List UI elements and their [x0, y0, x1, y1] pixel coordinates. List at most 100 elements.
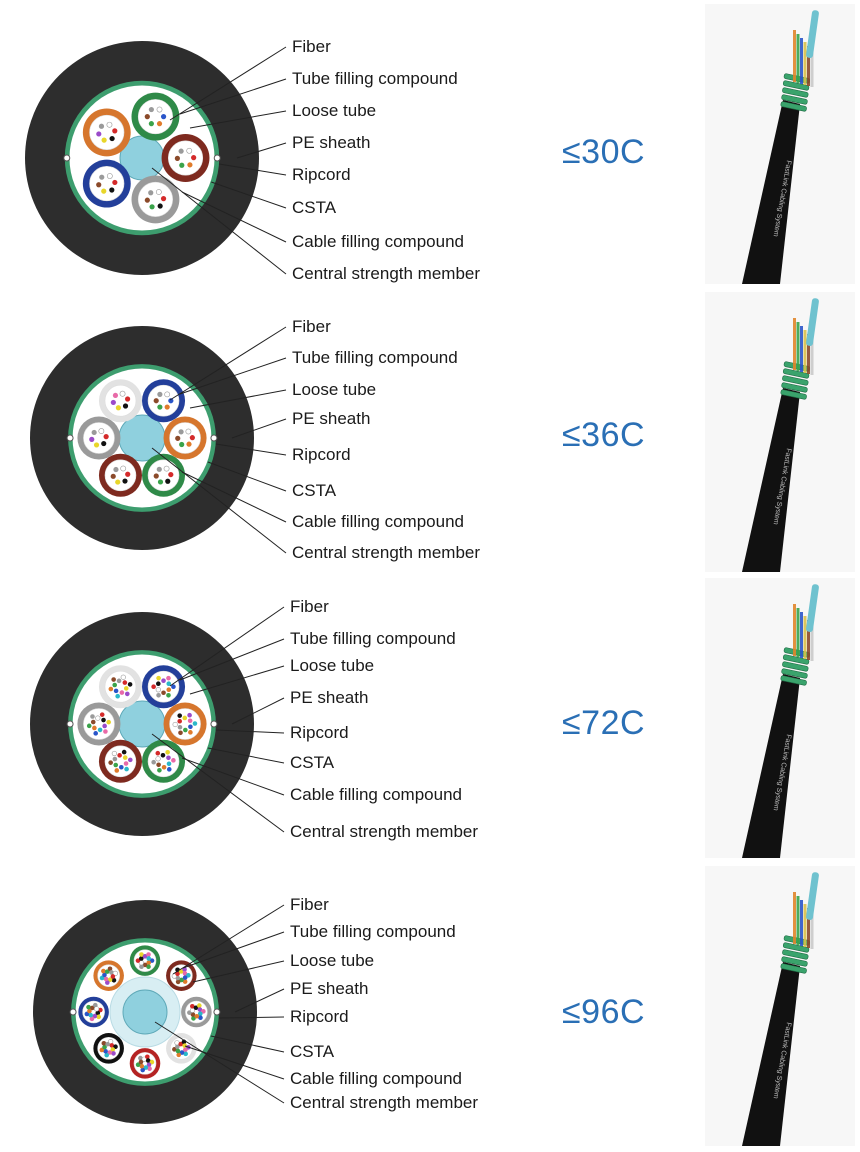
leader-line — [169, 606, 285, 687]
fiber-dot — [185, 428, 192, 435]
cable-illustration: FastLink Cabling System — [705, 292, 855, 572]
fiber-dot — [124, 691, 130, 697]
component-label: Cable filling compound — [292, 512, 464, 531]
cable-illustration: FastLink Cabling System — [705, 578, 855, 858]
fiber-dot — [146, 964, 151, 970]
fiber-dot — [182, 979, 188, 984]
fiber-dot — [191, 1016, 196, 1021]
fiber-dot — [112, 392, 119, 399]
fiber-dot — [121, 749, 127, 755]
fiber-dot — [93, 1006, 100, 1012]
component-label: Cable filling compound — [292, 232, 464, 251]
ripcord-mark — [66, 720, 74, 728]
fiber-dot — [157, 479, 164, 485]
loose-tube — [161, 134, 210, 182]
fiber-dot — [143, 1065, 149, 1070]
fiber-dot — [110, 399, 116, 406]
fiber-dot — [113, 688, 119, 694]
fiber-dot — [101, 188, 107, 194]
fiber-dot — [156, 681, 161, 687]
fiber-dot — [105, 980, 110, 985]
fiber-dot — [122, 478, 128, 484]
fiber-dot — [110, 974, 116, 979]
fiber-dot — [95, 715, 101, 721]
fiber-dot — [171, 758, 176, 763]
fiber-dot — [197, 1003, 202, 1008]
leader-line — [211, 181, 287, 209]
component-label: PE sheath — [292, 409, 370, 428]
fiber-dot — [198, 1015, 203, 1021]
fiber-count-label: ≤72C — [562, 704, 646, 742]
ripcord-mark — [210, 720, 218, 728]
loose-tube — [166, 1033, 197, 1064]
fiber-dot — [86, 723, 92, 729]
component-label: Tube filling compound — [290, 629, 456, 648]
fiber-dot — [156, 121, 163, 127]
fiber-dot — [87, 1008, 92, 1014]
fiber-dot — [90, 714, 95, 719]
fiber-dot — [179, 441, 185, 448]
fiber-dot — [138, 956, 144, 961]
fiber-dot — [178, 730, 183, 736]
fiber-dot — [92, 725, 97, 731]
leader-line — [151, 733, 285, 833]
component-label: Loose tube — [292, 380, 376, 399]
loose-tube — [77, 702, 121, 746]
fiber-dot — [175, 979, 181, 985]
fiber-dot — [120, 674, 126, 680]
cable-illustration: FastLink Cabling System — [705, 4, 855, 284]
loose-tube — [93, 1033, 124, 1064]
fiber-dot — [119, 390, 126, 397]
fiber-dot — [93, 731, 98, 736]
leader-line — [169, 326, 287, 401]
loose-tube — [142, 739, 186, 783]
fiber-dot — [96, 1014, 101, 1020]
fiber-dot — [149, 204, 155, 210]
fiber-dot — [116, 678, 122, 684]
component-label: Central strength member — [290, 822, 478, 841]
component-label: Tube filling compound — [292, 69, 458, 88]
fiber-dot — [186, 147, 193, 154]
fiber-dot — [157, 767, 162, 773]
fiber-dot — [201, 1009, 206, 1014]
loose-tube — [163, 416, 207, 460]
fiber-dot — [102, 723, 107, 729]
loose-tube — [142, 453, 186, 497]
leader-line — [210, 1035, 285, 1053]
fiber-dot — [187, 712, 192, 718]
leader-line — [179, 78, 287, 115]
component-label: Loose tube — [290, 656, 374, 675]
fiber-dot — [135, 958, 141, 963]
component-label: Cable filling compound — [290, 1069, 462, 1088]
fiber-dot — [148, 106, 154, 113]
fiber-dot — [166, 755, 171, 761]
leader-line — [181, 191, 287, 243]
component-label: CSTA — [292, 481, 337, 500]
fiber-dot — [142, 962, 148, 968]
fiber-dot — [127, 757, 133, 763]
fiber-dot — [149, 958, 155, 963]
fiber-dot — [115, 479, 121, 485]
fiber-dot — [177, 724, 183, 730]
fiber-dot — [96, 182, 102, 188]
fiber-dot — [156, 466, 162, 472]
fiber-dot — [182, 1043, 188, 1048]
fiber-dot — [135, 1062, 141, 1068]
fiber-dot — [146, 960, 152, 966]
fiber-dot — [117, 753, 122, 758]
ripcord-mark — [63, 154, 71, 162]
component-label: Fiber — [290, 895, 329, 914]
leader-line — [192, 960, 285, 983]
leader-line — [179, 638, 285, 681]
fiber-dot — [96, 131, 102, 137]
fiber-dot — [101, 137, 107, 143]
fiber-dot — [177, 718, 182, 724]
loose-tube — [78, 996, 109, 1028]
fiber-dot — [99, 1047, 105, 1053]
fiber-dot — [112, 970, 118, 976]
fiber-dot — [122, 680, 128, 685]
